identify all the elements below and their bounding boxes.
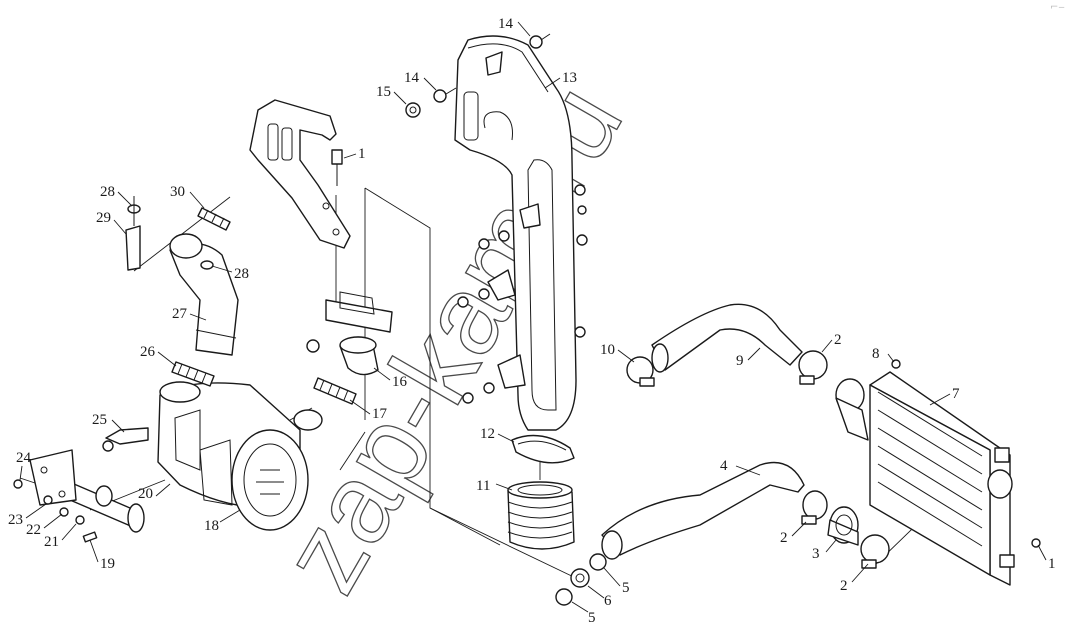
callout-26: 26 [140,344,156,360]
callout-23: 23 [8,512,23,528]
callout-9: 9 [736,353,744,369]
callout-25: 25 [92,412,107,428]
callout-20: 20 [138,486,153,502]
watermark-text: zap-kam.ru [258,64,646,612]
small-fasteners [13,479,98,543]
callout-28: 28 [234,266,249,282]
callout-29: 29 [96,210,111,226]
callout-1: 1 [358,146,366,162]
callout-28: 28 [100,184,115,200]
seal-ring [511,434,575,464]
callout-11: 11 [476,478,490,494]
callout-2: 2 [840,578,848,594]
callout-2: 2 [834,332,842,348]
breather-hose [125,196,214,271]
air-intake-duct [454,35,577,431]
hose-clamps [798,350,890,569]
callout-5: 5 [588,610,596,626]
callout-3: 3 [812,546,820,562]
callout-18: 18 [204,518,219,534]
callout-12: 12 [480,426,495,442]
charge-air-hose-upper [626,303,803,387]
intake-hose [169,233,239,356]
intercooler [835,359,1041,586]
top-nuts [405,33,551,118]
callout-leaders [19,21,1047,613]
restriction-sensor [102,427,149,452]
callout-8: 8 [872,346,880,362]
callout-14: 14 [404,70,420,86]
callout-16: 16 [392,374,408,390]
duct-mounting-nuts [457,184,588,404]
callout-13: 13 [562,70,577,86]
callout-6: 6 [604,593,612,609]
callout-10: 10 [600,342,615,358]
callout-30: 30 [170,184,185,200]
callout-21: 21 [44,534,59,550]
callout-24: 24 [16,450,32,466]
small-clamps [555,553,607,606]
callout-4: 4 [720,458,728,474]
mounting-bracket [249,99,351,249]
callout-17: 17 [372,406,388,422]
elbow-bracket [306,291,393,376]
callout-1: 1 [1048,556,1056,572]
callout-7: 7 [952,386,960,402]
outlet-pipe [29,449,145,533]
hose-clamp-springs [171,207,357,405]
rubber-bellows [507,481,575,550]
callout-14: 14 [498,16,514,32]
callout-2: 2 [780,530,788,546]
callout-27: 27 [172,306,188,322]
callout-15: 15 [376,84,391,100]
coupling-sleeve [827,506,859,546]
air-filter-housing [157,381,323,531]
callout-5: 5 [622,580,630,596]
callout-19: 19 [100,556,115,572]
corner-mark: ⌐‒ [1050,2,1065,13]
callout-numbers: 1 1 2 2 2 3 4 5 5 6 7 8 9 10 11 12 13 14… [8,16,1056,626]
charge-air-hose-lower [601,461,805,560]
callout-22: 22 [26,522,41,538]
